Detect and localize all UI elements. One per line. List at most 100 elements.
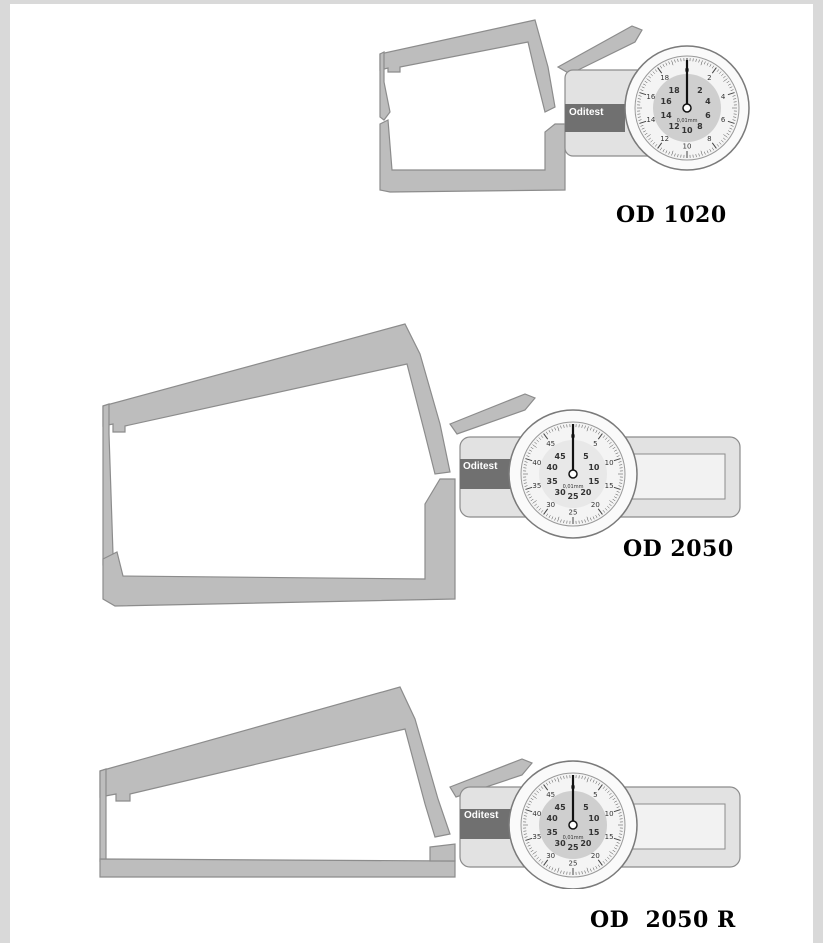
dial-tick <box>609 500 614 504</box>
dial-tick <box>650 73 653 77</box>
dial-tick <box>540 786 544 789</box>
dial-tick <box>540 510 544 513</box>
dial-tick <box>527 493 531 496</box>
dial-tick <box>619 482 623 484</box>
dial-tick <box>538 859 542 862</box>
dial-tick <box>545 431 549 435</box>
dial-tick <box>612 849 616 853</box>
dial-tick <box>726 80 730 84</box>
dial-tick <box>618 485 622 487</box>
dial-tick <box>532 795 537 799</box>
dial-inner-number: 20 <box>580 839 592 848</box>
dial-tick <box>657 142 663 149</box>
dial-tick <box>609 441 612 445</box>
dial-inner-number: 35 <box>547 828 559 837</box>
dial-tick <box>609 792 612 796</box>
dial-tick <box>674 59 676 63</box>
dial-tick <box>530 849 534 853</box>
dial-tick <box>551 516 554 520</box>
dial-tick <box>644 80 648 84</box>
dial-tick <box>551 428 554 432</box>
dial-number: 45 <box>546 440 555 448</box>
dial-tick <box>597 513 601 517</box>
dial-inner-number: 5 <box>583 803 589 812</box>
dial-tick <box>728 83 731 86</box>
dial-tick <box>671 60 674 66</box>
dial-tick <box>536 505 539 509</box>
dial-tick <box>615 844 619 847</box>
dial-inner-number: 30 <box>554 839 566 848</box>
dial-tick <box>586 867 589 873</box>
dial-tick <box>548 781 551 784</box>
dial-tick <box>543 508 549 515</box>
dial-tick <box>730 125 734 127</box>
dial-tick <box>595 781 598 784</box>
dial-tick <box>721 139 724 143</box>
dial-tick <box>618 812 622 814</box>
dial-tick <box>723 137 726 141</box>
dial-inner-number: 25 <box>567 843 579 852</box>
dial-tick <box>704 151 706 155</box>
dial-gauge-od2050r: 051015202530354045510152025303540450,01m… <box>508 760 638 889</box>
dial-tick <box>532 851 537 855</box>
dial-inner-number: 40 <box>547 463 559 472</box>
dial-tick <box>706 150 709 154</box>
dial-number: 2 <box>707 74 711 82</box>
dial-tick <box>586 426 589 432</box>
dial-tick <box>615 493 619 496</box>
dial-tick <box>618 461 622 463</box>
dial-tick <box>638 119 642 121</box>
dial-tick <box>698 153 700 157</box>
dial-tick <box>597 859 603 866</box>
dial-tick <box>723 134 728 138</box>
dial-tick <box>616 842 620 844</box>
dial-tick <box>532 500 537 504</box>
dial-tick <box>529 847 532 850</box>
dial-number: 15 <box>605 833 614 841</box>
dial-inner-number: 5 <box>583 452 589 461</box>
dial-tick <box>723 75 726 79</box>
dial-tick <box>554 517 556 521</box>
dial-tick <box>524 461 528 463</box>
dial-tick <box>711 147 715 151</box>
dial-tick <box>619 464 623 466</box>
dial-tick <box>729 86 733 89</box>
dial-inner-number: 10 <box>681 126 693 135</box>
dial-tick <box>543 784 549 791</box>
dial-tick <box>643 83 646 86</box>
caliper-od1020-illustration: 024681012141618246810121416180,01mm <box>379 19 750 193</box>
dial-tick <box>534 792 537 796</box>
dial-tick <box>648 137 651 141</box>
brand-label-od2050r: Oditest <box>464 810 499 821</box>
dial-tick <box>526 491 530 493</box>
dial-tick <box>704 61 706 65</box>
dial-tick <box>609 795 614 799</box>
dial-tick <box>668 61 670 65</box>
dial-inner-number: 12 <box>668 122 679 131</box>
dial-tick <box>700 60 703 66</box>
dial-number: 4 <box>721 93 726 101</box>
dial-inner-number: 20 <box>580 488 592 497</box>
dial-tick <box>525 458 533 462</box>
dial-tick <box>614 496 617 499</box>
dial-inner-number: 45 <box>554 452 566 461</box>
dial-tick <box>711 65 715 69</box>
dial-tick <box>592 516 595 520</box>
dial-inner-number: 30 <box>554 488 566 497</box>
dial-tick <box>597 433 603 440</box>
dial-tick <box>614 800 617 803</box>
dial-tick <box>716 144 720 147</box>
dial-number: 16 <box>646 93 655 101</box>
dial-tick <box>560 425 562 429</box>
document-page: 024681012141618246810121416180,01mm Odit… <box>10 4 813 943</box>
dial-number: 40 <box>532 459 541 467</box>
dial-number: 40 <box>532 810 541 818</box>
dial-inner-number: 2 <box>697 86 703 95</box>
dial-inner-number: 15 <box>588 477 600 486</box>
dial-tick <box>557 777 560 783</box>
dial-tick <box>524 485 528 487</box>
dial-tick <box>586 777 589 783</box>
dial-tick <box>543 859 549 866</box>
dial-tick <box>540 861 544 864</box>
dial-tick <box>615 452 619 455</box>
